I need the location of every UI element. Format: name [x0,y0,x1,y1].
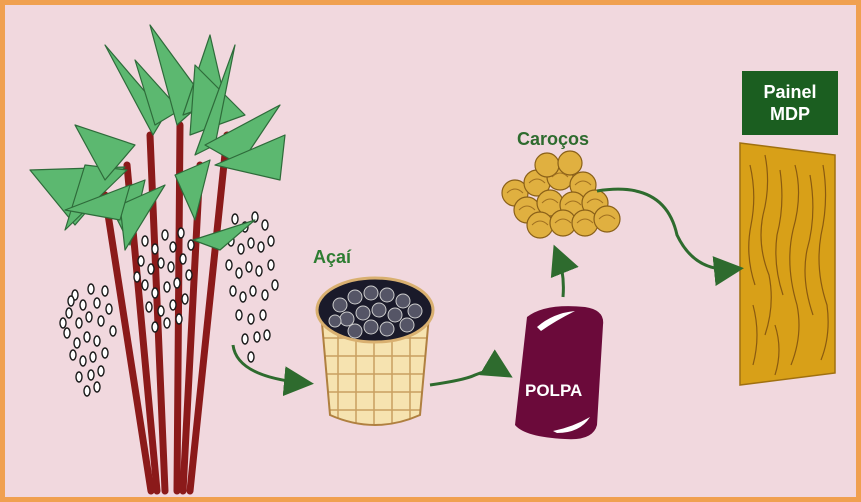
arrow-caroços-to-painel [597,189,735,269]
arrow-palm-to-acai [233,345,305,383]
painel-label-line2: MDP [742,103,838,125]
acai-label: Açaí [313,247,351,268]
painel-mdp-label: Painel MDP [742,71,838,135]
mdp-panel-icon [740,143,835,385]
arrow-polpa-to-caroços [557,253,563,297]
arrow-acai-to-polpa [430,370,505,385]
polpa-bag-icon [515,306,603,439]
acai-palm-icon [30,25,285,491]
acai-basket-icon [317,278,433,425]
painel-label-line1: Painel [742,81,838,103]
caroços-label: Caroços [517,129,589,150]
polpa-label: POLPA [525,381,582,401]
seeds-pile-icon [502,151,620,238]
diagram-canvas [5,5,861,502]
